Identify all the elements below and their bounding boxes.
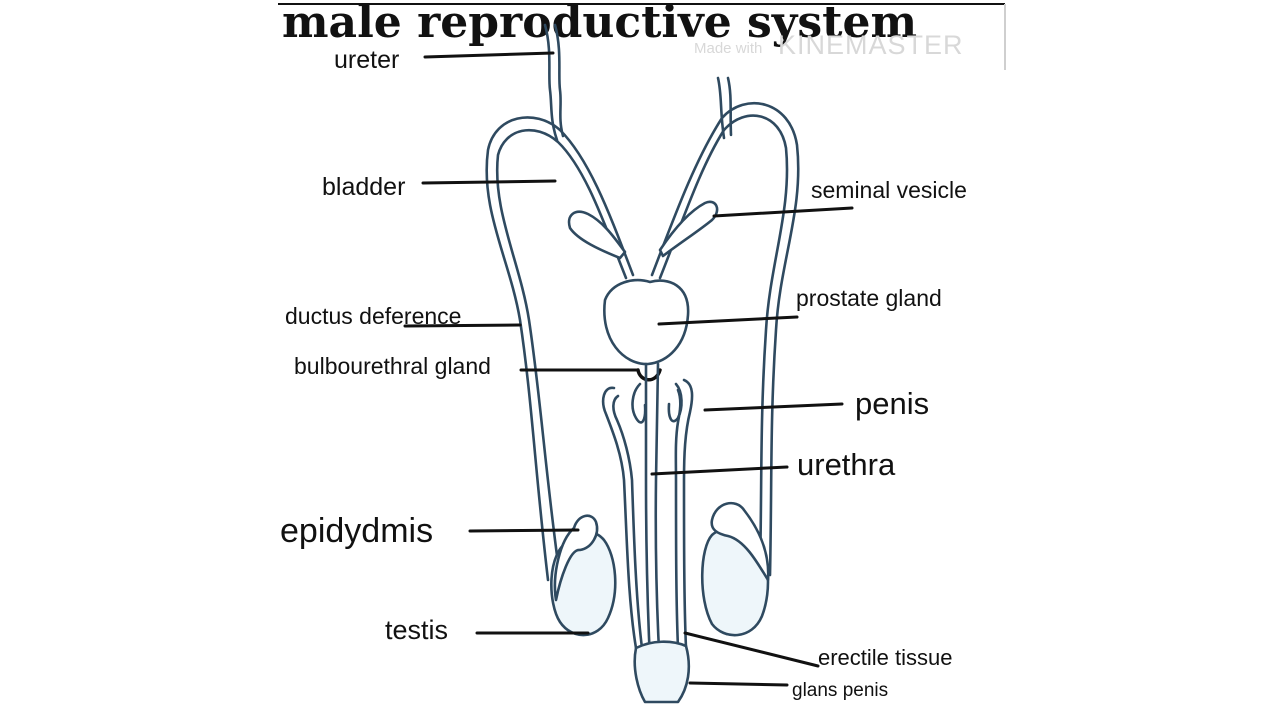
label-erectile-tissue: erectile tissue xyxy=(818,645,953,670)
leader-glans-penis xyxy=(688,681,789,687)
leader-seminal-vesicle xyxy=(712,206,854,218)
label-seminal-vesicle: seminal vesicle xyxy=(811,177,967,203)
corpus-left-bulb xyxy=(631,382,647,424)
penis-shaft-left xyxy=(601,386,638,650)
anatomy-drawing xyxy=(485,23,800,704)
label-testis: testis xyxy=(385,615,448,645)
label-ureter: ureter xyxy=(334,46,399,74)
label-prostate-gland: prostate gland xyxy=(796,285,942,311)
right-epididymis xyxy=(710,501,770,582)
corpus-right-bulb xyxy=(667,382,683,423)
diagram-title: male reproductive system xyxy=(282,0,917,48)
left-seminal-vesicle xyxy=(567,210,627,260)
label-epidydmis: epidydmis xyxy=(280,512,433,550)
leader-lines xyxy=(403,51,854,687)
penis-shaft-right xyxy=(682,378,694,650)
left-epididymis xyxy=(553,514,599,602)
right-ureter xyxy=(716,76,726,140)
leader-bladder xyxy=(421,179,557,185)
watermark-brand: KINEMASTER xyxy=(778,30,964,60)
right-ductus-deferens xyxy=(650,102,800,577)
left-ureter xyxy=(543,23,559,142)
label-urethra: urethra xyxy=(797,447,896,482)
right-seminal-vesicle xyxy=(658,200,719,258)
labels: ureter bladder seminal vesicle ductus de… xyxy=(280,46,967,701)
leader-penis xyxy=(703,402,844,412)
leader-erectile-tissue xyxy=(683,631,820,668)
prostate-gland xyxy=(603,278,690,366)
label-bulbourethral-gland: bulbourethral gland xyxy=(294,353,491,379)
leader-ureter xyxy=(423,51,555,59)
watermark-prefix: Made with xyxy=(694,40,762,57)
leader-urethra xyxy=(650,465,789,476)
label-penis: penis xyxy=(855,386,929,421)
leader-epidydmis xyxy=(468,528,580,533)
glans-penis-shape xyxy=(633,640,691,704)
label-ductus-deference: ductus deference xyxy=(285,303,461,329)
leader-ductus-deference xyxy=(403,323,522,328)
left-ductus-deferens xyxy=(485,116,635,582)
label-bladder: bladder xyxy=(322,173,405,201)
label-glans-penis: glans penis xyxy=(792,680,888,701)
leader-prostate-gland xyxy=(657,315,799,326)
